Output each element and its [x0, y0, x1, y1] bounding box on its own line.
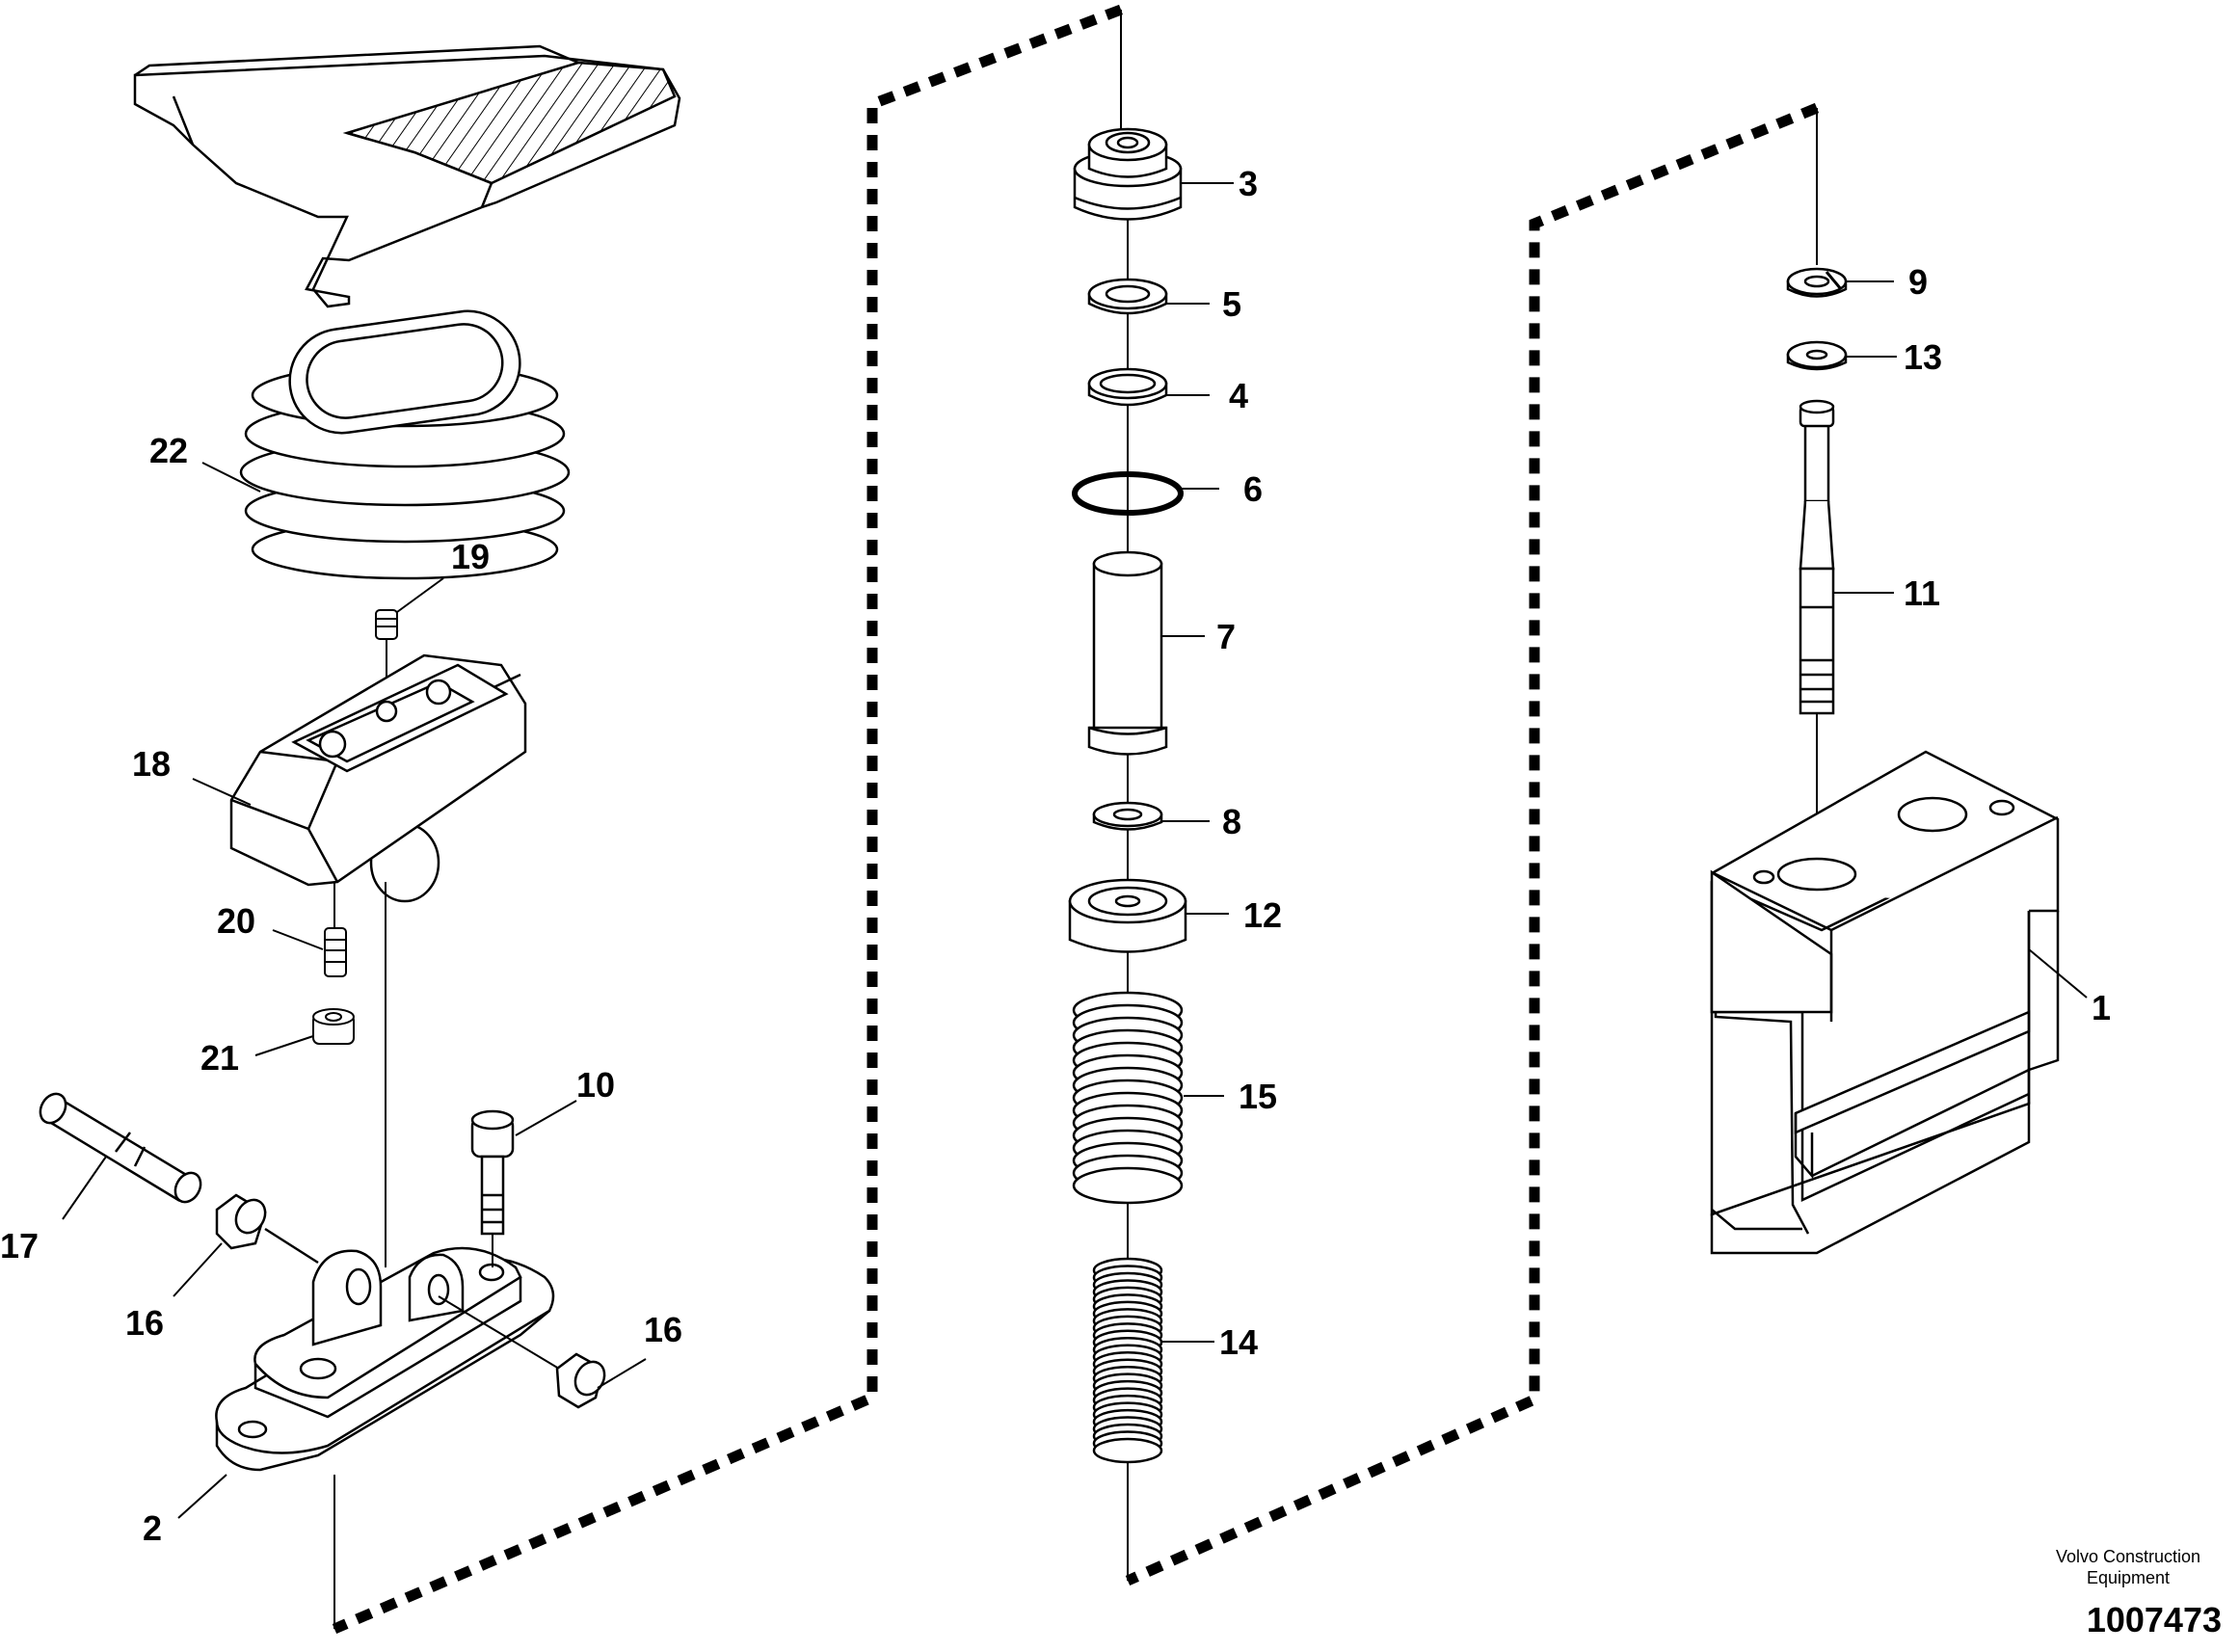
callout-1: 1 [2092, 988, 2111, 1027]
plug-3 [1073, 127, 1183, 221]
bushing-16-right [438, 1295, 606, 1409]
washer-8 [1092, 801, 1163, 831]
callout-12: 12 [1243, 895, 1282, 935]
callout-2: 2 [143, 1508, 162, 1548]
callout-5: 5 [1222, 284, 1241, 324]
pin-17 [39, 1092, 202, 1204]
company-line-1: Volvo Construction [2055, 1547, 2201, 1566]
sleeve-7 [1087, 550, 1168, 756]
bushing-16-left [215, 1193, 319, 1265]
nut-21 [312, 1008, 355, 1045]
o-ring-6 [1072, 471, 1184, 516]
inner-spring-14 [1092, 1257, 1163, 1464]
block-part [229, 653, 527, 903]
base-plate [215, 1246, 555, 1489]
callout-17: 17 [0, 1226, 39, 1266]
washer-5 [1087, 278, 1168, 315]
callout-6: 6 [1243, 469, 1263, 509]
bellows-part [239, 309, 571, 580]
pedal-part [133, 44, 681, 308]
callout-18: 18 [132, 744, 171, 784]
callout-20: 20 [217, 901, 255, 941]
outer-spring-15 [1072, 991, 1184, 1205]
leader-lines [62, 182, 2088, 1519]
washer-13 [1786, 340, 1848, 371]
bolt-10 [470, 1109, 515, 1267]
callout-14: 14 [1219, 1322, 1258, 1362]
spring14-coil [1092, 1437, 1163, 1464]
callout-21: 21 [200, 1038, 239, 1078]
cup-12 [1068, 878, 1187, 953]
callout-7: 7 [1216, 617, 1236, 656]
callout-10: 10 [576, 1065, 615, 1105]
callout-9: 9 [1908, 262, 1928, 302]
valve-body-1 [1710, 750, 2060, 1255]
callout-8: 8 [1222, 802, 1241, 841]
company-line-2: Equipment [2086, 1568, 2171, 1587]
spring-pin-20 [324, 882, 347, 977]
callout-19: 19 [451, 537, 490, 576]
callout-4: 4 [1229, 376, 1248, 415]
setscrew-19 [375, 609, 398, 708]
dashed-frame-left [332, 4, 1123, 1635]
callout-3: 3 [1239, 164, 1258, 203]
callout-11: 11 [1904, 573, 1940, 613]
callout-22: 22 [149, 431, 188, 470]
callout-16-left: 16 [125, 1303, 164, 1343]
lock-washer-9 [1786, 267, 1848, 298]
callout-16-right: 16 [644, 1310, 682, 1349]
plunger-11 [1799, 399, 1835, 829]
callout-15: 15 [1239, 1077, 1277, 1116]
company-credit: Volvo Construction Equipment [2017, 1546, 2239, 1588]
callout-13: 13 [1904, 337, 1942, 377]
ring-4 [1087, 367, 1168, 407]
spring15-coil [1072, 1166, 1184, 1205]
document-number: 1007473 [2086, 1600, 2222, 1639]
